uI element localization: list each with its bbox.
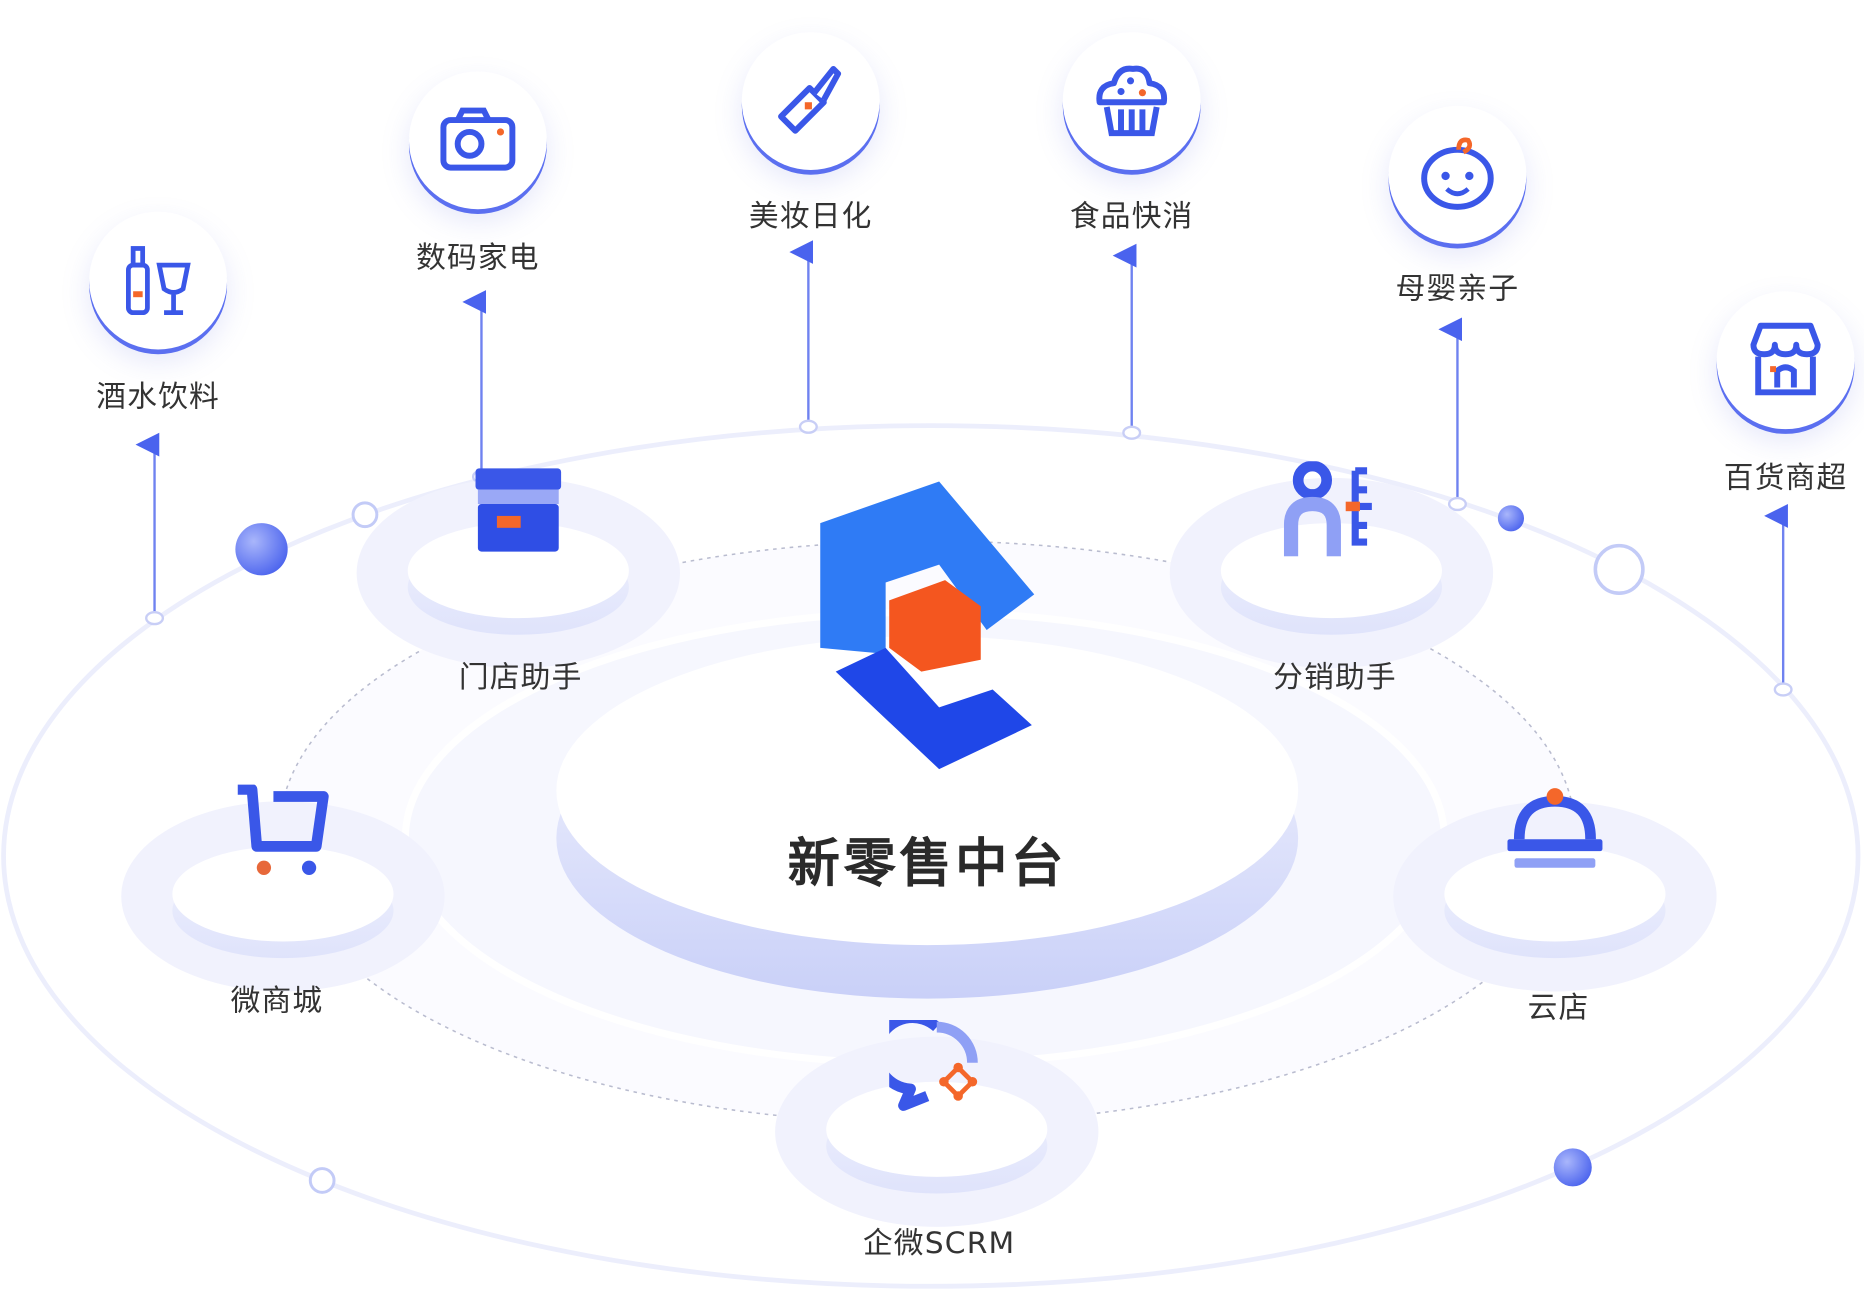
decor-sphere xyxy=(235,523,288,576)
platform-label: 企微SCRM xyxy=(862,1225,1016,1261)
decor-sphere xyxy=(1497,505,1525,532)
category-label: 酒水饮料 xyxy=(96,379,220,414)
platform-logo xyxy=(820,481,1035,770)
store-box-icon xyxy=(475,468,562,552)
outer-orbit xyxy=(1,423,1861,1289)
platform-micro-mall[interactable] xyxy=(121,784,445,992)
category-label: 食品快消 xyxy=(1069,198,1194,234)
platform-wecom-scrm[interactable] xyxy=(775,1019,1099,1227)
platform-label: 分销助手 xyxy=(1273,659,1397,695)
platform-title: 新零售中台 xyxy=(787,833,1067,894)
chat-scrm-icon xyxy=(889,1019,978,1111)
cloche-icon xyxy=(1507,788,1603,868)
category-drinks[interactable] xyxy=(89,211,228,350)
category-cosmetics[interactable] xyxy=(741,32,880,170)
category-label: 百货商超 xyxy=(1723,460,1848,495)
decor-ring xyxy=(308,1167,336,1194)
category-label: 美妆日化 xyxy=(748,198,873,234)
cupcake-icon xyxy=(1096,65,1168,137)
decor-sphere xyxy=(1553,1148,1592,1187)
distribution-icon xyxy=(1283,461,1372,557)
platform-store-assistant[interactable] xyxy=(356,468,680,669)
category-department-store[interactable] xyxy=(1716,291,1855,430)
category-food[interactable] xyxy=(1062,32,1201,170)
category-digital[interactable] xyxy=(408,71,547,210)
shop-icon xyxy=(1750,322,1821,396)
category-baby[interactable] xyxy=(1388,105,1527,244)
decor-ring xyxy=(351,501,379,529)
bottle-glass-icon xyxy=(126,246,191,316)
cart-icon xyxy=(237,784,329,875)
baby-icon xyxy=(1421,137,1494,210)
center-disk-top xyxy=(556,635,1299,946)
decor-ring xyxy=(1593,543,1645,595)
platform-cloud-store[interactable] xyxy=(1393,788,1717,992)
platform-label: 门店助手 xyxy=(458,659,583,695)
platform-label: 微商城 xyxy=(230,983,324,1018)
platform-distribution-assistant[interactable] xyxy=(1169,461,1494,669)
lipstick-icon xyxy=(778,65,842,134)
platform-label: 云店 xyxy=(1527,990,1590,1025)
category-label: 数码家电 xyxy=(416,240,540,275)
camera-icon xyxy=(440,107,516,171)
category-label: 母婴亲子 xyxy=(1395,271,1520,306)
